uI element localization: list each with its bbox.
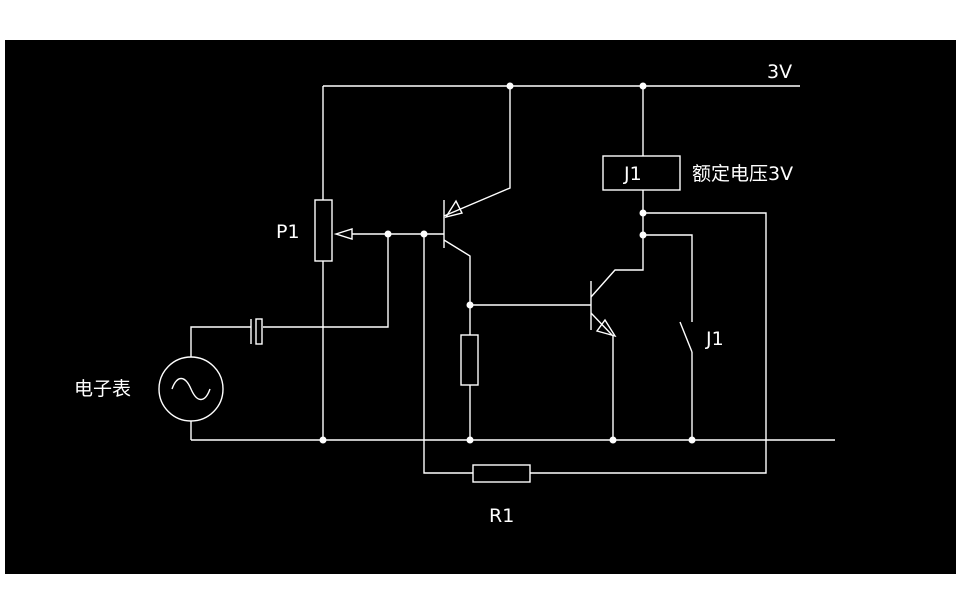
q1-emitter — [443, 86, 511, 217]
potentiometer-body — [314, 199, 333, 262]
junction-dot — [639, 82, 647, 90]
relay-contact-label: J1 — [705, 328, 724, 350]
capacitor-plate-right — [255, 318, 263, 345]
resistor-r1 — [472, 464, 531, 483]
source-label: 电子表 — [74, 378, 131, 400]
relay-contact-lead — [643, 234, 693, 322]
junction-dot — [639, 231, 647, 239]
junction-dot — [466, 301, 474, 309]
junction-dot — [506, 82, 514, 90]
junction-dot — [609, 436, 617, 444]
sine-wave-icon — [171, 377, 211, 401]
q1-collector — [443, 239, 471, 335]
feedback-wire — [423, 212, 767, 474]
q2-emitter-arrow — [595, 318, 617, 338]
relay-coil-box — [602, 155, 681, 191]
junction-dot — [319, 436, 327, 444]
q2-collector — [590, 235, 644, 298]
coupling-wire — [263, 234, 389, 328]
q1-emitter-arrow — [444, 199, 464, 219]
junction-dot — [420, 230, 428, 238]
supply-label: 3V — [767, 61, 792, 83]
schematic-canvas — [5, 40, 956, 574]
junction-dot — [466, 436, 474, 444]
potentiometer-wiper — [333, 228, 424, 240]
capacitor-lead — [190, 326, 251, 357]
junction-dot — [384, 230, 392, 238]
junction-dot — [639, 209, 647, 217]
resistor-label: R1 — [489, 505, 514, 527]
junction-dot — [688, 436, 696, 444]
relay-coil-label: J1 — [623, 163, 642, 185]
collector-resistor — [460, 334, 479, 386]
potentiometer-label: P1 — [276, 221, 300, 243]
relay-contact-blade — [679, 321, 693, 353]
rated-voltage-label: 额定电压3V — [692, 163, 793, 185]
